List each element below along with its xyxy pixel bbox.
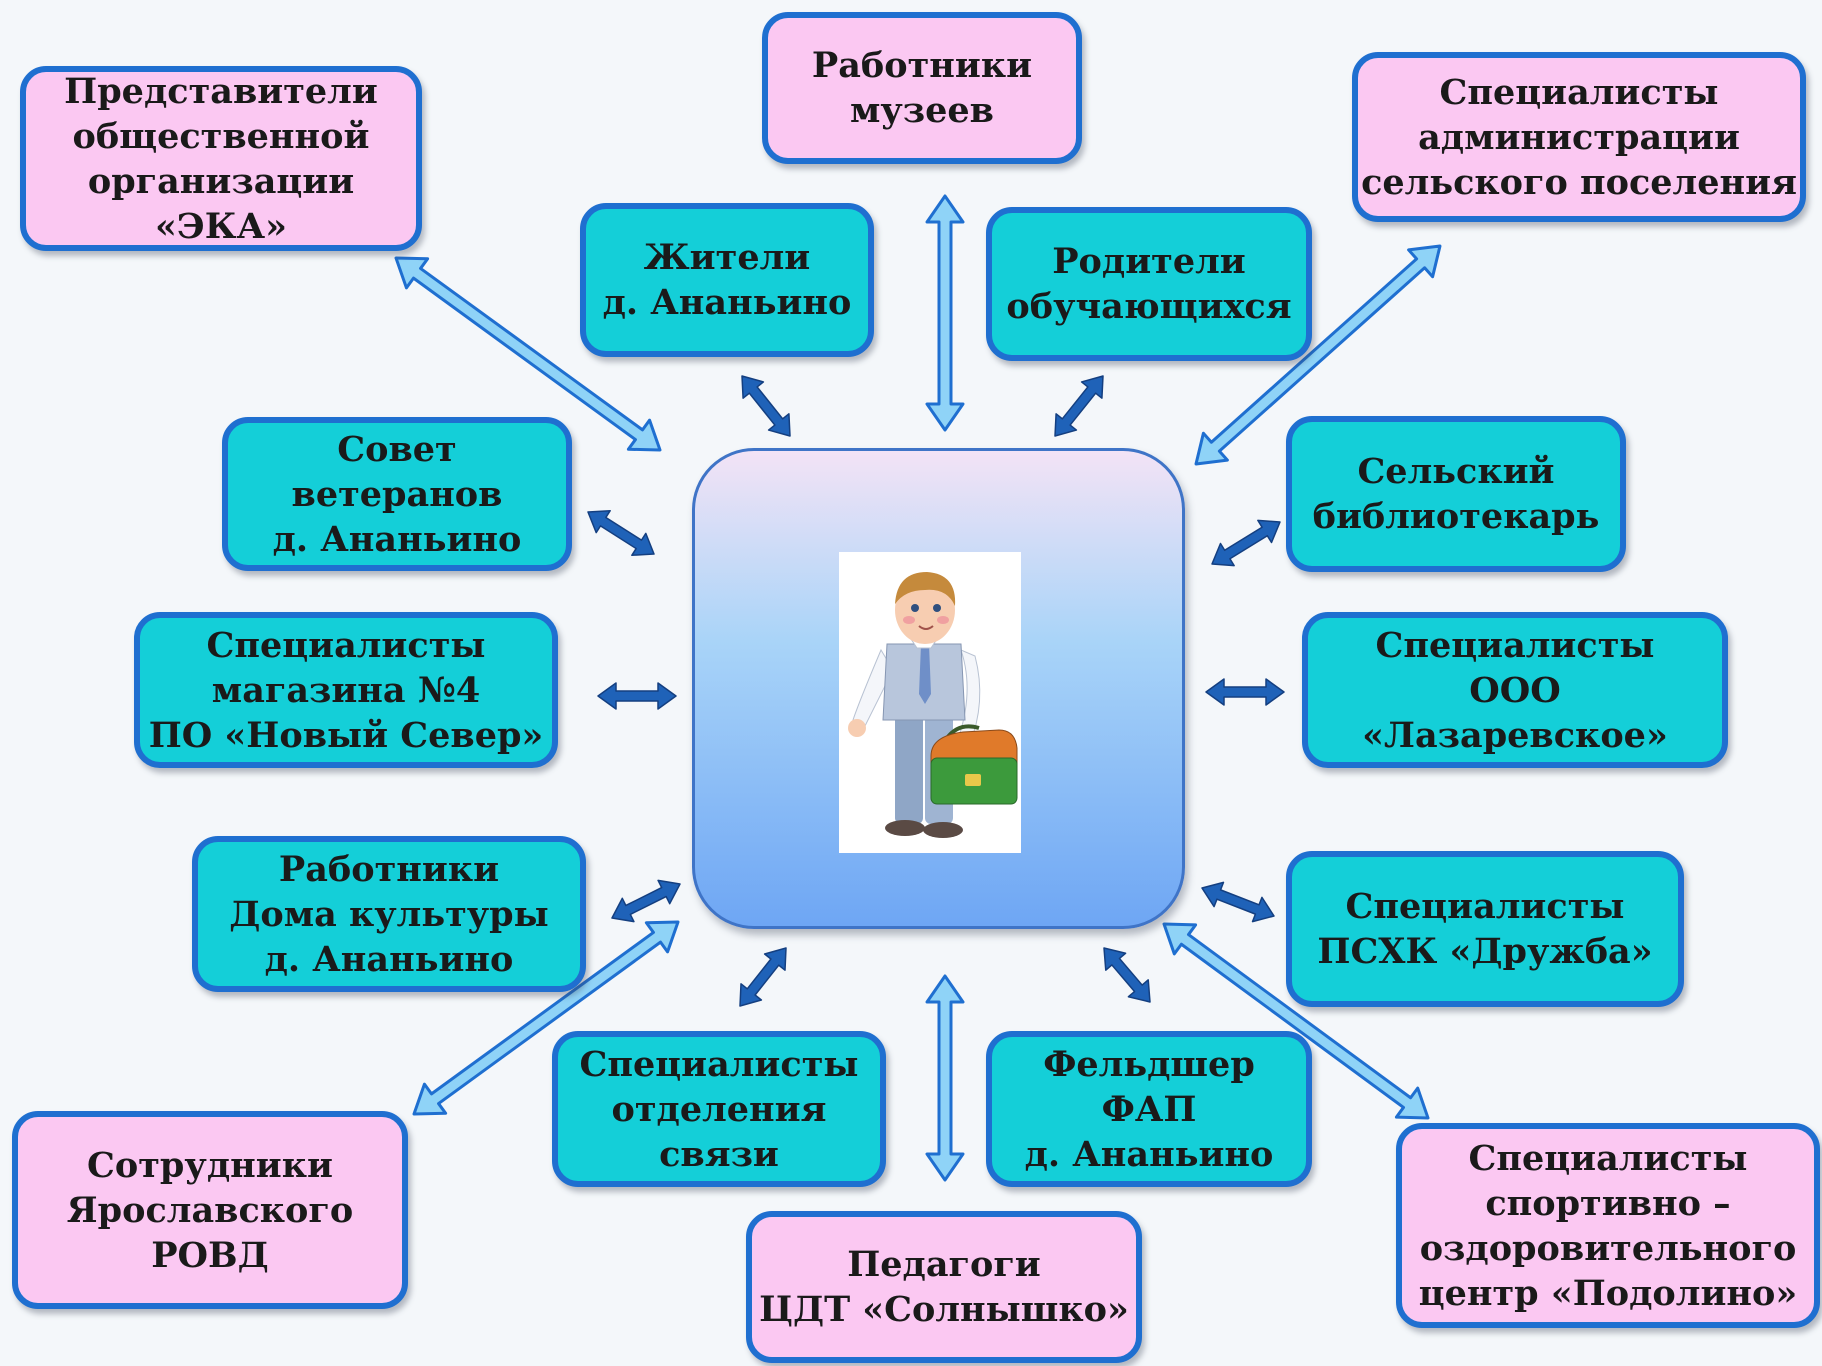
- double-arrow-icon: [1162, 922, 1430, 1120]
- double-arrow-icon: [739, 947, 787, 1007]
- node-culture-house-workers: Работники Дома культуры д. Ананьино: [192, 836, 586, 992]
- double-arrow-icon: [925, 974, 965, 1182]
- node-line: Специалисты: [1375, 624, 1655, 666]
- node-line: д. Ананьино: [602, 282, 852, 323]
- node-line: общественной: [72, 115, 370, 157]
- node-line: РОВД: [151, 1234, 269, 1276]
- double-arrow-icon: [1103, 947, 1151, 1003]
- node-line: сельского поселения: [1361, 161, 1797, 203]
- node-line: ПО «Новый Север»: [148, 714, 544, 756]
- node-line: Сельский: [1357, 451, 1555, 492]
- node-line: Специалисты: [1345, 886, 1625, 927]
- node-line: д. Ананьино: [264, 938, 514, 980]
- node-sport-center-specialists: Специалисты спортивно – оздоровительного…: [1396, 1123, 1820, 1328]
- double-arrow-icon: [394, 256, 662, 452]
- node-line: «ЭКА»: [155, 205, 287, 247]
- node-line: администрации: [1418, 116, 1740, 158]
- node-line: Сотрудники: [87, 1144, 333, 1186]
- node-line: библиотекарь: [1312, 496, 1600, 537]
- node-administration-specialists: Специалисты администрации сельского посе…: [1352, 52, 1806, 222]
- node-line: организации: [87, 160, 355, 202]
- node-line: д. Ананьино: [1024, 1133, 1274, 1175]
- node-line: Работники: [278, 848, 500, 890]
- node-line: ЦДТ «Солнышко»: [759, 1289, 1129, 1330]
- node-line: Специалисты: [1439, 71, 1719, 113]
- node-post-office-specialists: Специалисты отделения связи: [552, 1031, 886, 1187]
- node-line: спортивно –: [1485, 1182, 1731, 1224]
- node-line: ООО: [1469, 669, 1561, 711]
- node-police-officers: Сотрудники Ярославского РОВД: [12, 1111, 408, 1309]
- node-line: Совет: [337, 428, 457, 470]
- node-line: Дома культуры: [229, 893, 549, 935]
- node-line: Специалисты: [579, 1043, 859, 1085]
- node-line: оздоровительного: [1419, 1227, 1797, 1269]
- node-line: Родители: [1052, 241, 1246, 282]
- node-line: «Лазаревское»: [1362, 714, 1668, 756]
- node-cdt-teachers: Педагоги ЦДТ «Солнышко»: [746, 1211, 1142, 1363]
- double-arrow-icon: [1211, 519, 1281, 567]
- node-line: связи: [659, 1133, 779, 1175]
- double-arrow-icon: [597, 682, 677, 710]
- node-line: ФАП: [1101, 1088, 1197, 1130]
- node-line: Жители: [643, 237, 811, 278]
- node-line: Представители: [64, 70, 378, 112]
- node-line: отделения: [611, 1088, 827, 1130]
- double-arrow-icon: [611, 879, 681, 923]
- node-librarian: Сельский библиотекарь: [1286, 416, 1626, 572]
- node-line: Ярославского: [66, 1189, 354, 1231]
- double-arrow-icon: [412, 920, 680, 1116]
- node-paramedic: Фельдшер ФАП д. Ананьино: [986, 1031, 1312, 1187]
- node-line: Специалисты: [1468, 1137, 1748, 1179]
- node-parents: Родители обучающихся: [986, 207, 1312, 361]
- double-arrow-icon: [1054, 375, 1104, 437]
- node-druzhba-specialists: Специалисты ПСХК «Дружба»: [1286, 851, 1684, 1007]
- node-eka-representatives: Представители общественной организации «…: [20, 66, 422, 251]
- double-arrow-icon: [925, 194, 965, 432]
- node-line: Педагоги: [847, 1244, 1041, 1285]
- node-line: музеев: [850, 90, 994, 131]
- node-line: ветеранов: [291, 473, 503, 515]
- double-arrow-icon: [741, 375, 791, 437]
- node-line: ПСХК «Дружба»: [1317, 931, 1653, 972]
- double-arrow-icon: [1201, 881, 1275, 923]
- node-line: Специалисты: [206, 624, 486, 666]
- double-arrow-icon: [587, 509, 655, 557]
- double-arrow-icon: [1205, 678, 1285, 706]
- double-arrow-icon: [1194, 244, 1442, 466]
- node-line: центр «Подолино»: [1418, 1272, 1798, 1314]
- node-line: Фельдшер: [1043, 1043, 1255, 1085]
- node-lazarevskoe-specialists: Специалисты ООО «Лазаревское»: [1302, 612, 1728, 768]
- node-shop-specialists: Специалисты магазина №4 ПО «Новый Север»: [134, 612, 558, 768]
- node-residents: Жители д. Ананьино: [580, 203, 874, 357]
- node-line: магазина №4: [211, 669, 481, 711]
- node-line: д. Ананьино: [272, 518, 522, 560]
- node-line: Работники: [811, 45, 1033, 86]
- node-museum-workers: Работники музеев: [762, 12, 1082, 164]
- node-line: обучающихся: [1006, 286, 1292, 327]
- node-veterans-council: Совет ветеранов д. Ананьино: [222, 417, 572, 571]
- schoolboy-illustration: [839, 552, 1021, 853]
